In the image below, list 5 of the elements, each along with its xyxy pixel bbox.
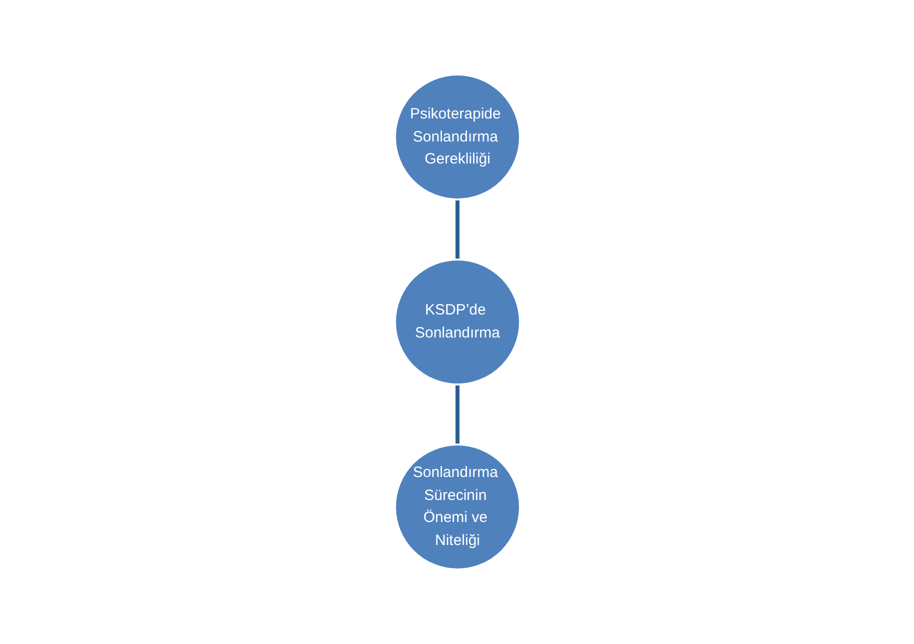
connector — [455, 384, 459, 444]
node-circle: KSDP’de Sonlandırma — [394, 258, 520, 386]
node-circle: Sonlandırma Sürecinin Önemi ve Niteliği — [394, 444, 520, 570]
connector — [455, 200, 459, 260]
node-circle: Psikoterapide Sonlandırma Gerekliliği — [394, 74, 520, 200]
